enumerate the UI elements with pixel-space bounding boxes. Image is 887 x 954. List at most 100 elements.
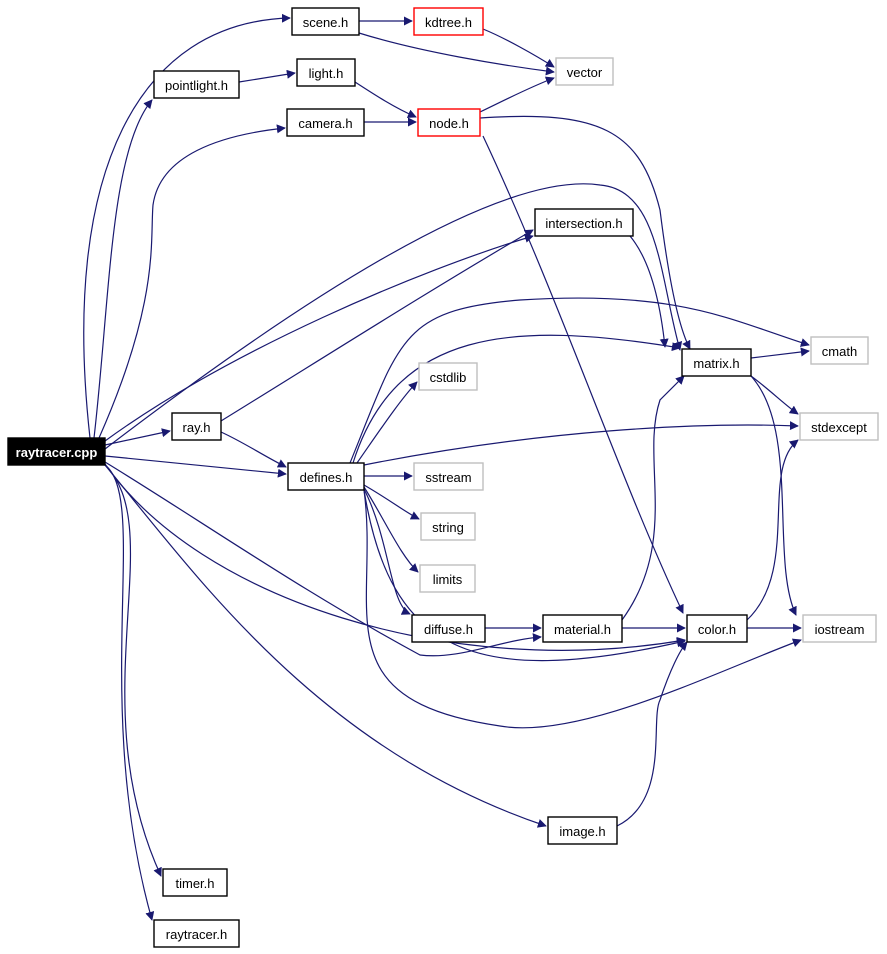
node-pointlight-h[interactable]: pointlight.h	[153, 70, 240, 99]
node-box	[7, 437, 106, 466]
node-label: stdexcept	[811, 420, 867, 435]
node-timer-h[interactable]: timer.h	[162, 868, 228, 897]
node-string[interactable]: string	[420, 512, 476, 541]
node-scene-h[interactable]: scene.h	[291, 7, 360, 36]
node-label: defines.h	[300, 470, 353, 485]
node-label: iostream	[815, 622, 865, 637]
node-camera-h[interactable]: camera.h	[286, 108, 365, 137]
edge-raytracer-cpp-to-ray-h	[104, 428, 171, 446]
node-box	[799, 412, 879, 441]
edge-matrix-h-to-iostream	[750, 375, 797, 616]
node-kdtree-h[interactable]: kdtree.h	[413, 7, 484, 36]
edge-raytracer-cpp-to-defines-h	[104, 455, 287, 478]
node-box	[555, 57, 614, 86]
node-box	[153, 919, 240, 948]
node-label: kdtree.h	[425, 15, 472, 30]
node-box	[547, 816, 618, 845]
edge-node-h-to-matrix-h	[479, 115, 691, 350]
node-label: image.h	[559, 824, 605, 839]
node-box	[411, 614, 486, 643]
node-box	[534, 208, 634, 237]
edge-ray-h-to-defines-h	[220, 431, 287, 468]
node-defines-h[interactable]: defines.h	[287, 462, 365, 491]
edge-defines-h-to-cstdlib	[356, 381, 418, 464]
node-diffuse-h[interactable]: diffuse.h	[411, 614, 486, 643]
node-label: node.h	[429, 116, 469, 131]
node-box	[153, 70, 240, 99]
node-label: timer.h	[175, 876, 214, 891]
node-label: cstdlib	[430, 370, 467, 385]
node-box	[162, 868, 228, 897]
node-intersection-h[interactable]: intersection.h	[534, 208, 634, 237]
node-label: ray.h	[183, 420, 211, 435]
edge-defines-h-to-string	[363, 484, 420, 520]
edge-scene-h-to-vector	[358, 32, 555, 76]
edge-defines-h-to-diffuse-h	[363, 488, 411, 615]
node-label: pointlight.h	[165, 78, 228, 93]
node-box	[171, 412, 222, 441]
node-raytracer-h[interactable]: raytracer.h	[153, 919, 240, 948]
edge-raytracer-cpp-to-scene-h	[83, 13, 291, 439]
node-label: raytracer.cpp	[16, 445, 98, 460]
node-label: raytracer.h	[166, 927, 227, 942]
node-stdexcept[interactable]: stdexcept	[799, 412, 879, 441]
node-label: vector	[567, 65, 603, 80]
node-sstream[interactable]: sstream	[413, 462, 484, 491]
node-label: light.h	[309, 66, 344, 81]
edge-color-h-to-stdexcept	[746, 439, 799, 621]
node-box	[810, 336, 869, 365]
node-label: color.h	[698, 622, 736, 637]
node-label: diffuse.h	[424, 622, 473, 637]
edge-raytracer-cpp-to-camera-h	[98, 124, 286, 439]
edge-matrix-h-to-cmath	[750, 347, 810, 359]
node-image-h[interactable]: image.h	[547, 816, 618, 845]
edge-raytracer-cpp-to-raytracer-h	[104, 464, 155, 921]
edge-defines-h-to-limits	[363, 486, 419, 573]
edge-intersection-h-to-matrix-h	[629, 235, 669, 348]
node-label: cmath	[822, 344, 857, 359]
node-limits[interactable]: limits	[419, 564, 476, 593]
node-cmath[interactable]: cmath	[810, 336, 869, 365]
edge-pointlight-h-to-light-h	[238, 69, 296, 83]
edge-image-h-to-color-h	[616, 641, 688, 827]
node-label: intersection.h	[545, 216, 622, 231]
edge-node-h-to-color-h	[482, 135, 684, 614]
node-iostream[interactable]: iostream	[802, 614, 877, 643]
edge-raytracer-cpp-to-matrix-h	[104, 183, 683, 450]
edge-kdtree-h-to-vector	[482, 28, 555, 68]
node-box	[413, 462, 484, 491]
node-box	[542, 614, 623, 643]
node-box	[287, 462, 365, 491]
node-material-h[interactable]: material.h	[542, 614, 623, 643]
node-box	[681, 348, 752, 377]
node-cstdlib[interactable]: cstdlib	[418, 362, 478, 391]
node-label: camera.h	[298, 116, 352, 131]
node-label: limits	[433, 572, 463, 587]
node-box	[686, 614, 748, 643]
edge-raytracer-cpp-to-pointlight-h	[93, 99, 153, 439]
node-matrix-h[interactable]: matrix.h	[681, 348, 752, 377]
edge-defines-h-to-stdexcept	[363, 421, 799, 466]
node-label: matrix.h	[693, 356, 739, 371]
edges-layer	[83, 13, 810, 921]
edge-defines-h-to-matrix-h	[352, 334, 681, 464]
edge-defines-h-to-iostream	[363, 489, 802, 729]
node-box	[413, 7, 484, 36]
edge-raytracer-cpp-to-image-h	[104, 464, 547, 828]
edge-matrix-h-to-stdexcept	[750, 375, 799, 415]
node-box	[296, 58, 356, 87]
node-light-h[interactable]: light.h	[296, 58, 356, 87]
edge-defines-h-to-color-h	[363, 489, 686, 662]
node-raytracer-cpp[interactable]: raytracer.cpp	[7, 437, 106, 466]
node-vector[interactable]: vector	[555, 57, 614, 86]
node-box	[418, 362, 478, 391]
node-label: sstream	[425, 470, 471, 485]
node-color-h[interactable]: color.h	[686, 614, 748, 643]
node-ray-h[interactable]: ray.h	[171, 412, 222, 441]
edge-node-h-to-vector	[479, 76, 555, 113]
node-label: material.h	[554, 622, 611, 637]
node-node-h[interactable]: node.h	[417, 108, 481, 137]
edge-raytracer-cpp-to-color-h	[104, 463, 686, 651]
edge-raytracer-cpp-to-timer-h	[104, 464, 162, 877]
node-box	[291, 7, 360, 36]
